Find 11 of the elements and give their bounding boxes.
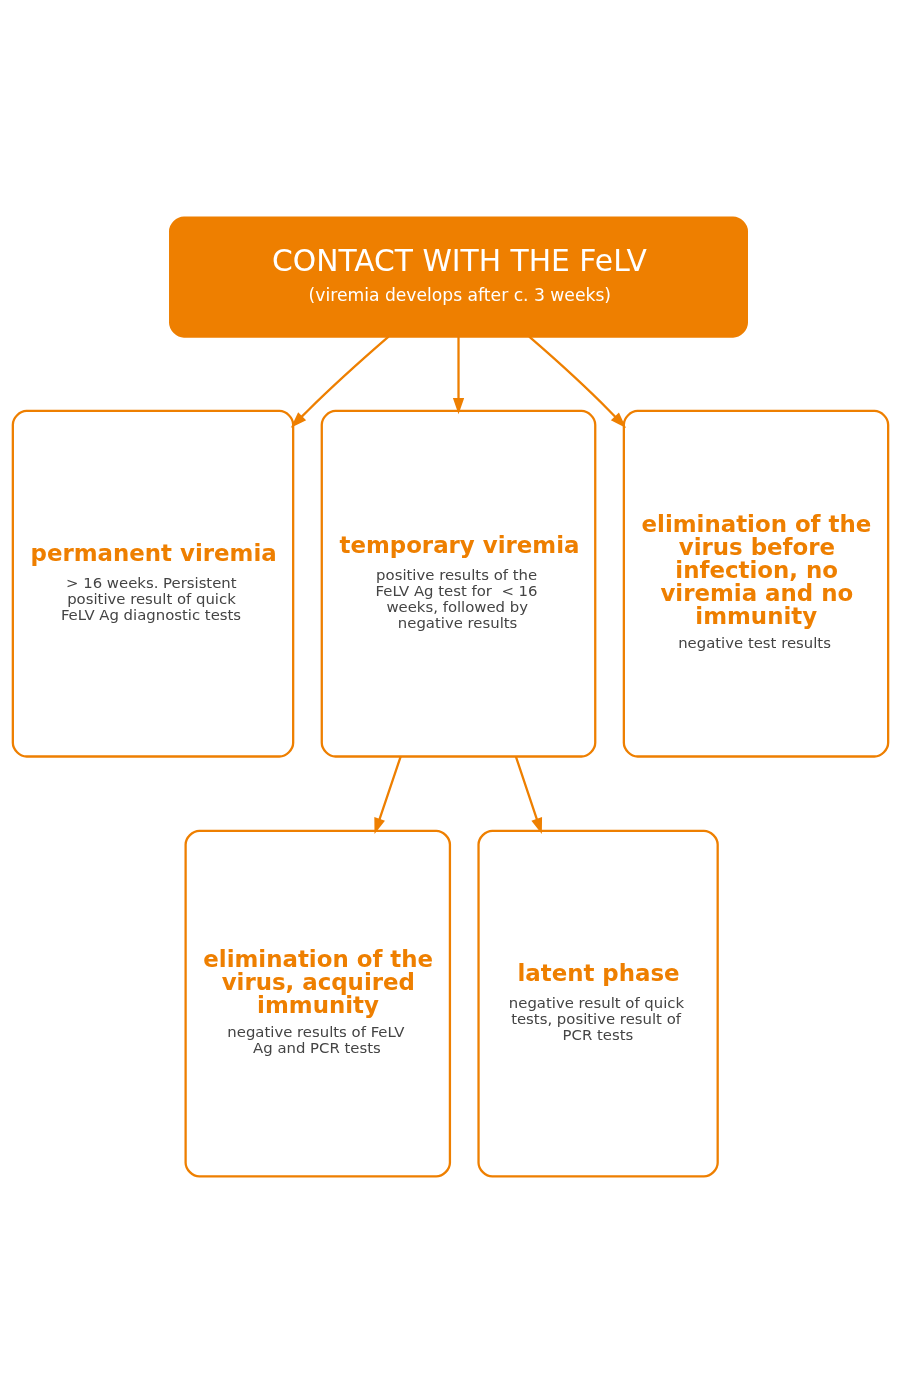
arrow [374,755,402,834]
node-box: latent phase negative result of quick tests, positive result of PCR tests [477,829,719,1178]
node-box: elimination of the virus, acquired immunity negative results of FeLV Ag and PCR tests [184,829,452,1178]
arrow [452,336,465,414]
node-box: elimination of the virus before infection, no viremia and no immunity negative test results [622,409,890,758]
arrow [514,755,543,834]
arrow [528,335,626,428]
node-box: CONTACT WITH THE FeLV (viremia develops after c. 3 weeks) [169,215,748,338]
node-box: permanent viremia > 16 weeks. Persistent positive result of quick FeLV Ag diagnostic tests [11,409,295,758]
node-box: temporary viremia positive results of the FeLV Ag test for < 16 weeks, followed by negative results [320,409,597,758]
arrow [290,335,390,428]
